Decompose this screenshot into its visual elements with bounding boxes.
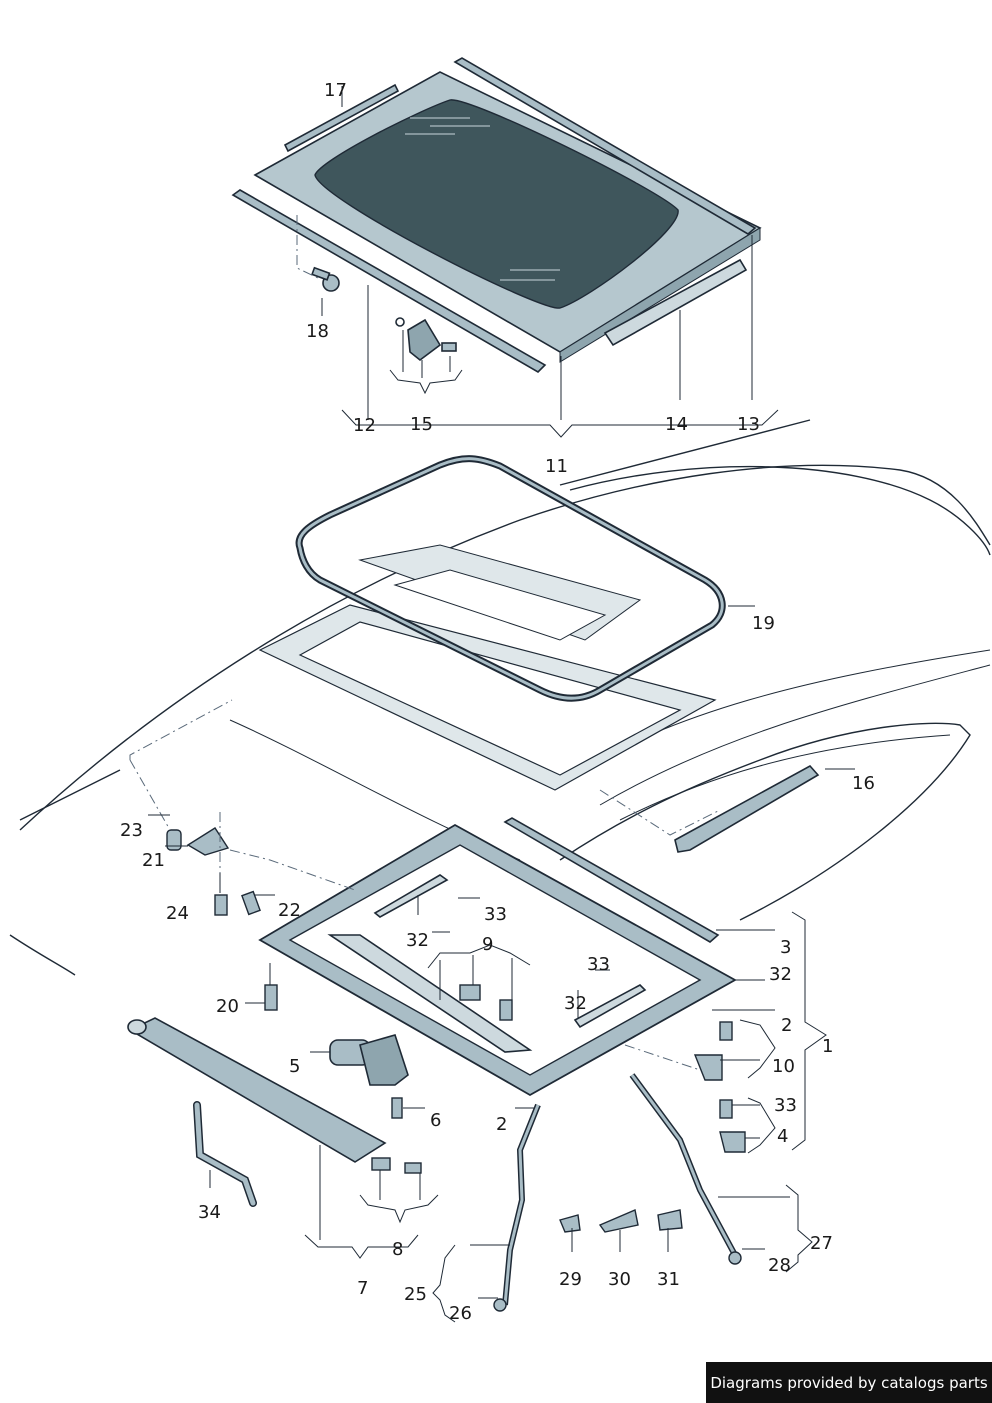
callout-16: 16 <box>852 773 875 794</box>
sunroof-frame-assembly <box>258 817 737 1097</box>
leader-lines <box>148 86 855 1323</box>
callout-29: 29 <box>559 1269 582 1290</box>
callout-2: 2 <box>496 1114 507 1135</box>
callout-34: 34 <box>198 1202 221 1223</box>
credit-banner: Diagrams provided by catalogs parts <box>706 1362 992 1403</box>
callout-2: 2 <box>781 1015 792 1036</box>
callout-6: 6 <box>430 1110 441 1131</box>
callout-10: 10 <box>772 1056 795 1077</box>
callout-27: 27 <box>810 1233 833 1254</box>
callout-14: 14 <box>665 414 688 435</box>
callout-30: 30 <box>608 1269 631 1290</box>
callout-33: 33 <box>587 954 610 975</box>
sunroof-motor-5 <box>329 1034 409 1086</box>
callout-20: 20 <box>216 996 239 1017</box>
callout-32: 32 <box>769 964 792 985</box>
side-seal-strip-left <box>231 189 547 374</box>
wind-deflector-strip <box>283 83 400 153</box>
callout-24: 24 <box>166 903 189 924</box>
callout-26: 26 <box>449 1303 472 1324</box>
callout-12: 12 <box>353 415 376 436</box>
callout-19: 19 <box>752 613 775 634</box>
small-hardware <box>166 827 746 1312</box>
glass-panel <box>253 71 762 363</box>
roof-opening-frame <box>258 544 717 791</box>
callout-11: 11 <box>545 456 568 477</box>
rear-trim-strip <box>603 258 748 347</box>
side-seal-strip-right <box>453 57 757 235</box>
callout-15: 15 <box>410 414 433 435</box>
callout-28: 28 <box>768 1255 791 1276</box>
callout-numbers: 1 2 2 3 4 5 6 7 8 9 10 11 12 13 14 15 16… <box>120 80 875 1324</box>
callout-9: 9 <box>482 934 493 955</box>
callout-21: 21 <box>142 850 165 871</box>
callout-33: 33 <box>484 904 507 925</box>
callout-7: 7 <box>357 1278 368 1299</box>
callout-5: 5 <box>289 1056 300 1077</box>
callout-8: 8 <box>392 1239 403 1260</box>
callout-3: 3 <box>780 937 791 958</box>
assembly-guides <box>129 215 721 1071</box>
callout-25: 25 <box>404 1284 427 1305</box>
rear-deflector-16 <box>674 764 820 853</box>
callout-13: 13 <box>737 414 760 435</box>
bolt-18 <box>311 266 340 292</box>
callout-1: 1 <box>822 1036 833 1057</box>
callout-32: 32 <box>406 930 429 951</box>
callout-32: 32 <box>564 993 587 1014</box>
callout-23: 23 <box>120 820 143 841</box>
callout-4: 4 <box>777 1126 788 1147</box>
callout-31: 31 <box>657 1269 680 1290</box>
callout-33: 33 <box>774 1095 797 1116</box>
callout-17: 17 <box>324 80 347 101</box>
callout-18: 18 <box>306 321 329 342</box>
sunshade-roller-7 <box>127 1017 387 1163</box>
glass-bracket-15 <box>395 317 457 362</box>
drain-hose-34 <box>193 1101 257 1207</box>
callout-22: 22 <box>278 900 301 921</box>
